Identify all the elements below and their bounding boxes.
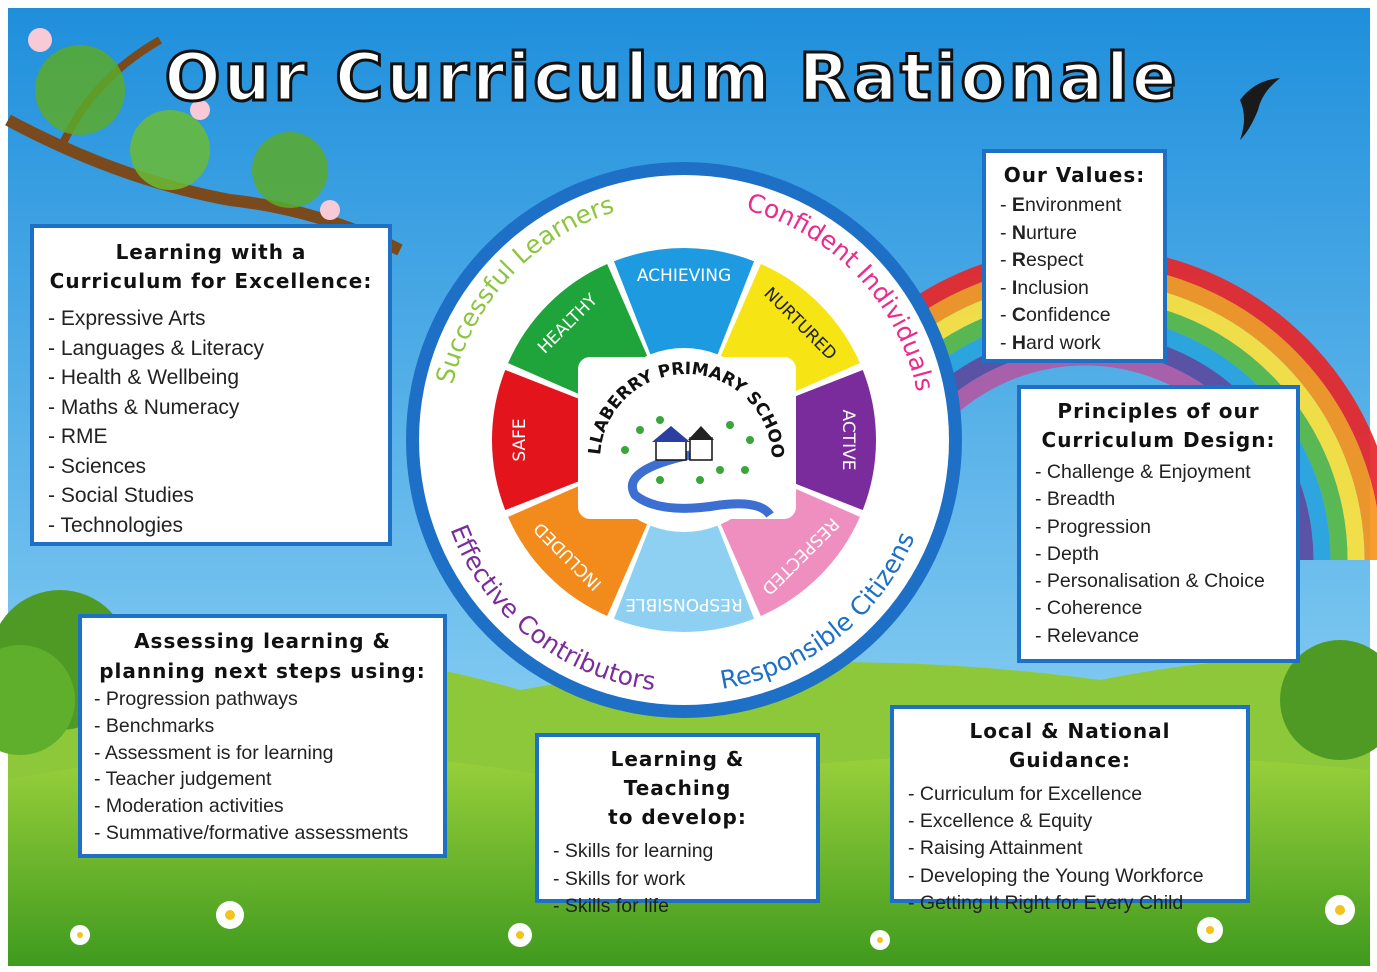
curriculum-list: Expressive Arts Languages & Literacy Hea… <box>48 304 374 540</box>
value-item: Hard work <box>1000 330 1149 358</box>
curriculum-item: Social Studies <box>48 481 374 511</box>
wheel-segment-active <box>769 369 876 511</box>
curriculum-item: Expressive Arts <box>48 304 374 334</box>
principles-box-title: Principles of our Curriculum Design: <box>1035 397 1282 455</box>
principles-title-line2: Curriculum Design: <box>1041 428 1276 452</box>
principle-item: Depth <box>1035 541 1282 568</box>
principle-item: Relevance <box>1035 623 1282 650</box>
assessing-item: Summative/formative assessments <box>94 820 431 847</box>
swallow-bird <box>1240 78 1280 140</box>
wheel-segment-safe <box>492 369 599 511</box>
curriculum-item: Technologies <box>48 511 374 541</box>
logo-trees <box>621 416 754 484</box>
value-rest: nclusion <box>1017 276 1089 299</box>
value-rest: nvironment <box>1024 194 1122 216</box>
principle-item: Progression <box>1035 514 1282 541</box>
guidance-item: Raising Attainment <box>908 835 1232 862</box>
assessing-item: Moderation activities <box>94 793 431 820</box>
guidance-item: Getting It Right for Every Child <box>908 890 1232 917</box>
teaching-title-line2: to develop: <box>608 805 747 829</box>
principles-title-line1: Principles of our <box>1057 399 1260 423</box>
segment-label-active: ACTIVE <box>838 410 858 471</box>
assessing-item: Progression pathways <box>94 686 431 713</box>
value-initial: H <box>1011 331 1027 354</box>
value-rest: onfidence <box>1026 304 1111 326</box>
teaching-box: Learning & Teaching to develop: Skills f… <box>535 733 820 917</box>
curriculum-item: Sciences <box>48 452 374 482</box>
curriculum-item: Languages & Literacy <box>48 334 374 364</box>
teaching-list: Skills for learning Skills for work Skil… <box>553 838 802 921</box>
curriculum-item: RME <box>48 422 374 452</box>
logo-house <box>652 426 714 461</box>
values-box: Our Values: Environment Nurture Respect … <box>982 149 1167 363</box>
principle-item: Coherence <box>1035 595 1282 622</box>
value-rest: ard work <box>1026 331 1101 354</box>
tree-branch <box>5 28 403 256</box>
curriculum-title-line2: Curriculum for Excellence: <box>49 269 373 293</box>
curriculum-item: Health & Wellbeing <box>48 363 374 393</box>
guidance-list: Curriculum for Excellence Excellence & E… <box>908 781 1232 917</box>
assessing-list: Progression pathways Benchmarks Assessme… <box>94 686 431 847</box>
value-item: Respect <box>1000 247 1149 275</box>
logo-river <box>627 450 774 518</box>
values-list: Environment Nurture Respect Inclusion Co… <box>1000 192 1149 357</box>
assessing-title-line2: planning next steps using: <box>99 659 426 683</box>
value-initial: I <box>1011 276 1018 299</box>
principles-list: Challenge & Enjoyment Breadth Progressio… <box>1035 459 1282 650</box>
right-tree <box>1280 640 1377 760</box>
values-box-title: Our Values: <box>1003 163 1146 187</box>
value-rest: espect <box>1026 249 1084 271</box>
teaching-title-line1: Learning & Teaching <box>610 747 745 800</box>
segment-label-responsible: RESPONSIBLE <box>625 594 742 614</box>
segment-label-achieving: ACHIEVING <box>637 266 731 286</box>
value-rest: urture <box>1026 221 1077 244</box>
curriculum-box-title: Learning with a Curriculum for Excellenc… <box>48 238 374 296</box>
value-initial: N <box>1011 221 1027 244</box>
value-initial: C <box>1011 304 1027 326</box>
value-item: Nurture <box>1000 220 1149 248</box>
guidance-item: Excellence & Equity <box>908 808 1232 835</box>
assessing-item: Teacher judgement <box>94 766 431 793</box>
wheel-segment-achieving <box>613 248 755 355</box>
teaching-item: Skills for learning <box>553 838 802 866</box>
assessing-box: Assessing learning & planning next steps… <box>78 614 447 858</box>
teaching-box-title: Learning & Teaching to develop: <box>553 745 802 832</box>
value-item: Inclusion <box>1000 275 1149 303</box>
value-item: Environment <box>1000 192 1149 220</box>
curriculum-title-line1: Learning with a <box>115 240 307 264</box>
guidance-item: Curriculum for Excellence <box>908 781 1232 808</box>
curriculum-box: Learning with a Curriculum for Excellenc… <box>30 224 392 546</box>
segment-label-safe: SAFE <box>510 418 530 461</box>
principles-box: Principles of our Curriculum Design: Cha… <box>1017 385 1300 663</box>
principle-item: Personalisation & Choice <box>1035 568 1282 595</box>
wheel-segment-responsible <box>613 525 755 632</box>
assessing-title-line1: Assessing learning & <box>134 629 391 653</box>
guidance-box: Local & National Guidance: Curriculum fo… <box>890 705 1250 914</box>
logo-panel <box>578 357 796 519</box>
guidance-item: Developing the Young Workforce <box>908 863 1232 890</box>
curriculum-item: Maths & Numeracy <box>48 393 374 423</box>
guidance-box-title: Local & National Guidance: <box>969 719 1171 772</box>
value-initial: E <box>1011 194 1025 216</box>
assessing-box-title: Assessing learning & planning next steps… <box>94 626 431 686</box>
principle-item: Challenge & Enjoyment <box>1035 459 1282 486</box>
value-initial: R <box>1011 249 1027 271</box>
page-title: Our Curriculum Rationale <box>164 39 1179 116</box>
principle-item: Breadth <box>1035 486 1282 513</box>
daisy-centers <box>77 905 1345 943</box>
assessing-item: Benchmarks <box>94 713 431 740</box>
teaching-item: Skills for life <box>553 893 802 921</box>
teaching-item: Skills for work <box>553 866 802 894</box>
assessing-item: Assessment is for learning <box>94 740 431 767</box>
value-item: Confidence <box>1000 302 1149 330</box>
